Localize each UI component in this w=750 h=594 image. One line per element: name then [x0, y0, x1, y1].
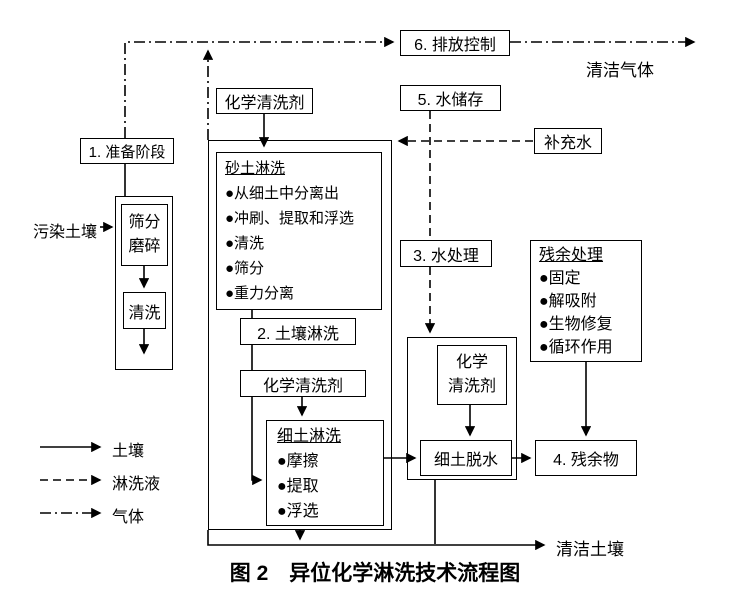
- node-residual-treatment: 残余处理 ●固定 ●解吸附 ●生物修复 ●循环作用: [530, 240, 642, 362]
- node-fine-dewater: 细土脱水: [420, 440, 512, 476]
- dewater-container: [407, 337, 517, 480]
- soil-line-clean-soil-out: [207, 530, 546, 551]
- chem-agent-side-line1: 化学: [455, 354, 488, 371]
- figure-caption: 图 2 异位化学淋洗技术流程图: [229, 562, 521, 585]
- sand-wash-title: 砂土淋洗: [225, 160, 286, 177]
- node-chem-agent-top: 化学清洗剂: [216, 88, 313, 114]
- clean-gas-label: 清洁气体: [586, 61, 654, 80]
- list-item: ●固定: [539, 270, 581, 287]
- residual-treatment-title: 残余处理: [539, 247, 604, 264]
- node-soil-wash: 2. 土壤淋洗: [240, 318, 356, 345]
- node-water-storage: 5. 水储存: [400, 85, 501, 111]
- node-makeup-water: 补充水: [534, 128, 602, 154]
- gas-line-prep-to-emission: [124, 36, 395, 138]
- node-chem-agent-mid: 化学清洗剂: [240, 370, 366, 397]
- soil-line-sand-to-fine: [251, 310, 263, 486]
- contaminated-soil-label: 污染土壤: [33, 224, 98, 241]
- list-item: ●提取: [277, 478, 319, 495]
- node-screen-grind: 筛分 磨碎: [121, 204, 168, 266]
- list-item: ●浮选: [277, 503, 319, 520]
- list-item: ●摩擦: [277, 453, 319, 470]
- list-item: ●重力分离: [225, 285, 295, 302]
- screen-grind-line2: 磨碎: [128, 238, 161, 255]
- list-item: ●解吸附: [539, 293, 597, 310]
- screen-grind-line1: 筛分: [128, 214, 161, 231]
- legend-label-soil: 土壤: [112, 443, 145, 460]
- node-prep-stage: 1. 准备阶段: [80, 138, 174, 164]
- node-residue: 4. 残余物: [535, 440, 637, 476]
- list-item: ●从细土中分离出: [225, 185, 340, 202]
- node-sand-wash: 砂土淋洗 ●从细土中分离出 ●冲刷、提取和浮选 ●清洗 ●筛分 ●重力分离: [216, 152, 382, 310]
- node-fine-wash: 细土淋洗 ●摩擦 ●提取 ●浮选: [266, 420, 384, 526]
- node-rinse: 清洗: [123, 292, 166, 329]
- fine-wash-title: 细土淋洗: [277, 428, 342, 445]
- list-item: ●生物修复: [539, 316, 613, 333]
- list-item: ●冲刷、提取和浮选: [225, 210, 355, 227]
- node-emission-control: 6. 排放控制: [400, 30, 510, 56]
- chem-agent-side-line2: 清洗剂: [447, 378, 496, 395]
- legend-label-gas: 气体: [112, 509, 145, 526]
- prep-container: [115, 196, 173, 370]
- node-chem-agent-side: 化学 清洗剂: [437, 345, 507, 405]
- list-item: ●循环作用: [539, 339, 613, 356]
- clean-soil-label: 清洁土壤: [556, 540, 624, 559]
- node-water-treatment: 3. 水处理: [400, 240, 492, 267]
- list-item: ●筛分: [225, 260, 265, 277]
- soil-washing-container: [208, 140, 392, 530]
- list-item: ●清洗: [225, 235, 265, 252]
- legend-label-leachate: 淋洗液: [112, 476, 161, 493]
